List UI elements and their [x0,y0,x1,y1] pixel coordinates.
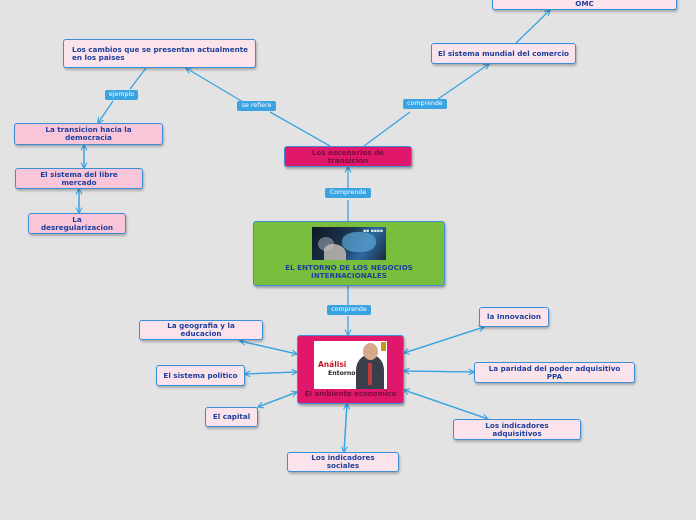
world-map-photo-icon: ▪▪ ▪▪▪▪ [312,227,386,260]
node-transicion-democracia[interactable]: La transicion hacia la democracia [14,123,163,145]
link-label-comprende-right: comprende [403,99,447,109]
node-omc[interactable]: La organizacion mundial del comercio OMC [492,0,677,10]
node-sistema-mundial-comercio[interactable]: El sistema mundial del comercio [431,43,576,64]
central-topic[interactable]: ▪▪ ▪▪▪▪ EL ENTORNO DE LOS NEGOCIOS INTER… [253,221,445,286]
connector-transicion-to-comprende [363,111,411,147]
connector-paridad-ambiente [404,371,475,372]
image-text-entorno: Entorno [328,370,356,377]
node-libre-mercado[interactable]: El sistema del libre mercado [15,168,143,189]
connector-sistema-mundial-to-omc [514,10,550,45]
node-sistema-politico[interactable]: El sistema politico [156,365,245,386]
link-label-comprende-up: Comprende [325,188,371,198]
central-title: EL ENTORNO DE LOS NEGOCIOS INTERNACIONAL… [285,263,413,280]
node-capital[interactable]: El capital [205,407,258,427]
connector-transicion-to-serefiere [269,111,331,147]
connector-cambios-to-ejemplo [129,67,147,90]
businessman-photo-icon: Análisi Entorno [314,341,387,389]
ambiente-title: El ambiente economico [304,390,397,398]
node-indicadores-adquisitivos[interactable]: Los indicadores adquisitivos [453,419,581,440]
node-geografia-educacion[interactable]: La geografia y la educacion [139,320,263,340]
connector-ejemplo-to-democracia [98,100,114,123]
connector-capital-ambiente [257,392,297,408]
connector-comprende-to-sistema-mundial [437,64,489,100]
connector-serefiere-to-cambios [186,68,244,103]
connector-innovacion-ambiente [404,326,485,353]
node-cambios-paises[interactable]: Los cambios que se presentan actualmente… [63,39,256,68]
link-label-comprende-down: comprende [327,305,371,315]
node-escenarios-transicion[interactable]: Los escenarios de transicion [284,146,412,167]
node-desregularizacion[interactable]: La desregularizacion [28,213,126,234]
node-indicadores-sociales[interactable]: Los indicadores sociales [287,452,399,472]
node-innovacion[interactable]: la Innovacion [479,307,549,327]
link-label-ejemplo: ejemplo [105,90,138,100]
link-label-se-refiere: se refiere [237,101,276,111]
connector-adquisitivos-ambiente [404,390,489,420]
connector-sociales-ambiente [344,404,347,453]
connector-politico-ambiente [244,372,297,374]
connector-geografia-ambiente [239,340,297,354]
node-paridad-ppa[interactable]: La paridad del poder adquisitivo PPA [474,362,635,383]
node-ambiente-economico[interactable]: Análisi Entorno El ambiente economico [297,335,404,404]
image-text-analisis: Análisi [318,360,347,369]
